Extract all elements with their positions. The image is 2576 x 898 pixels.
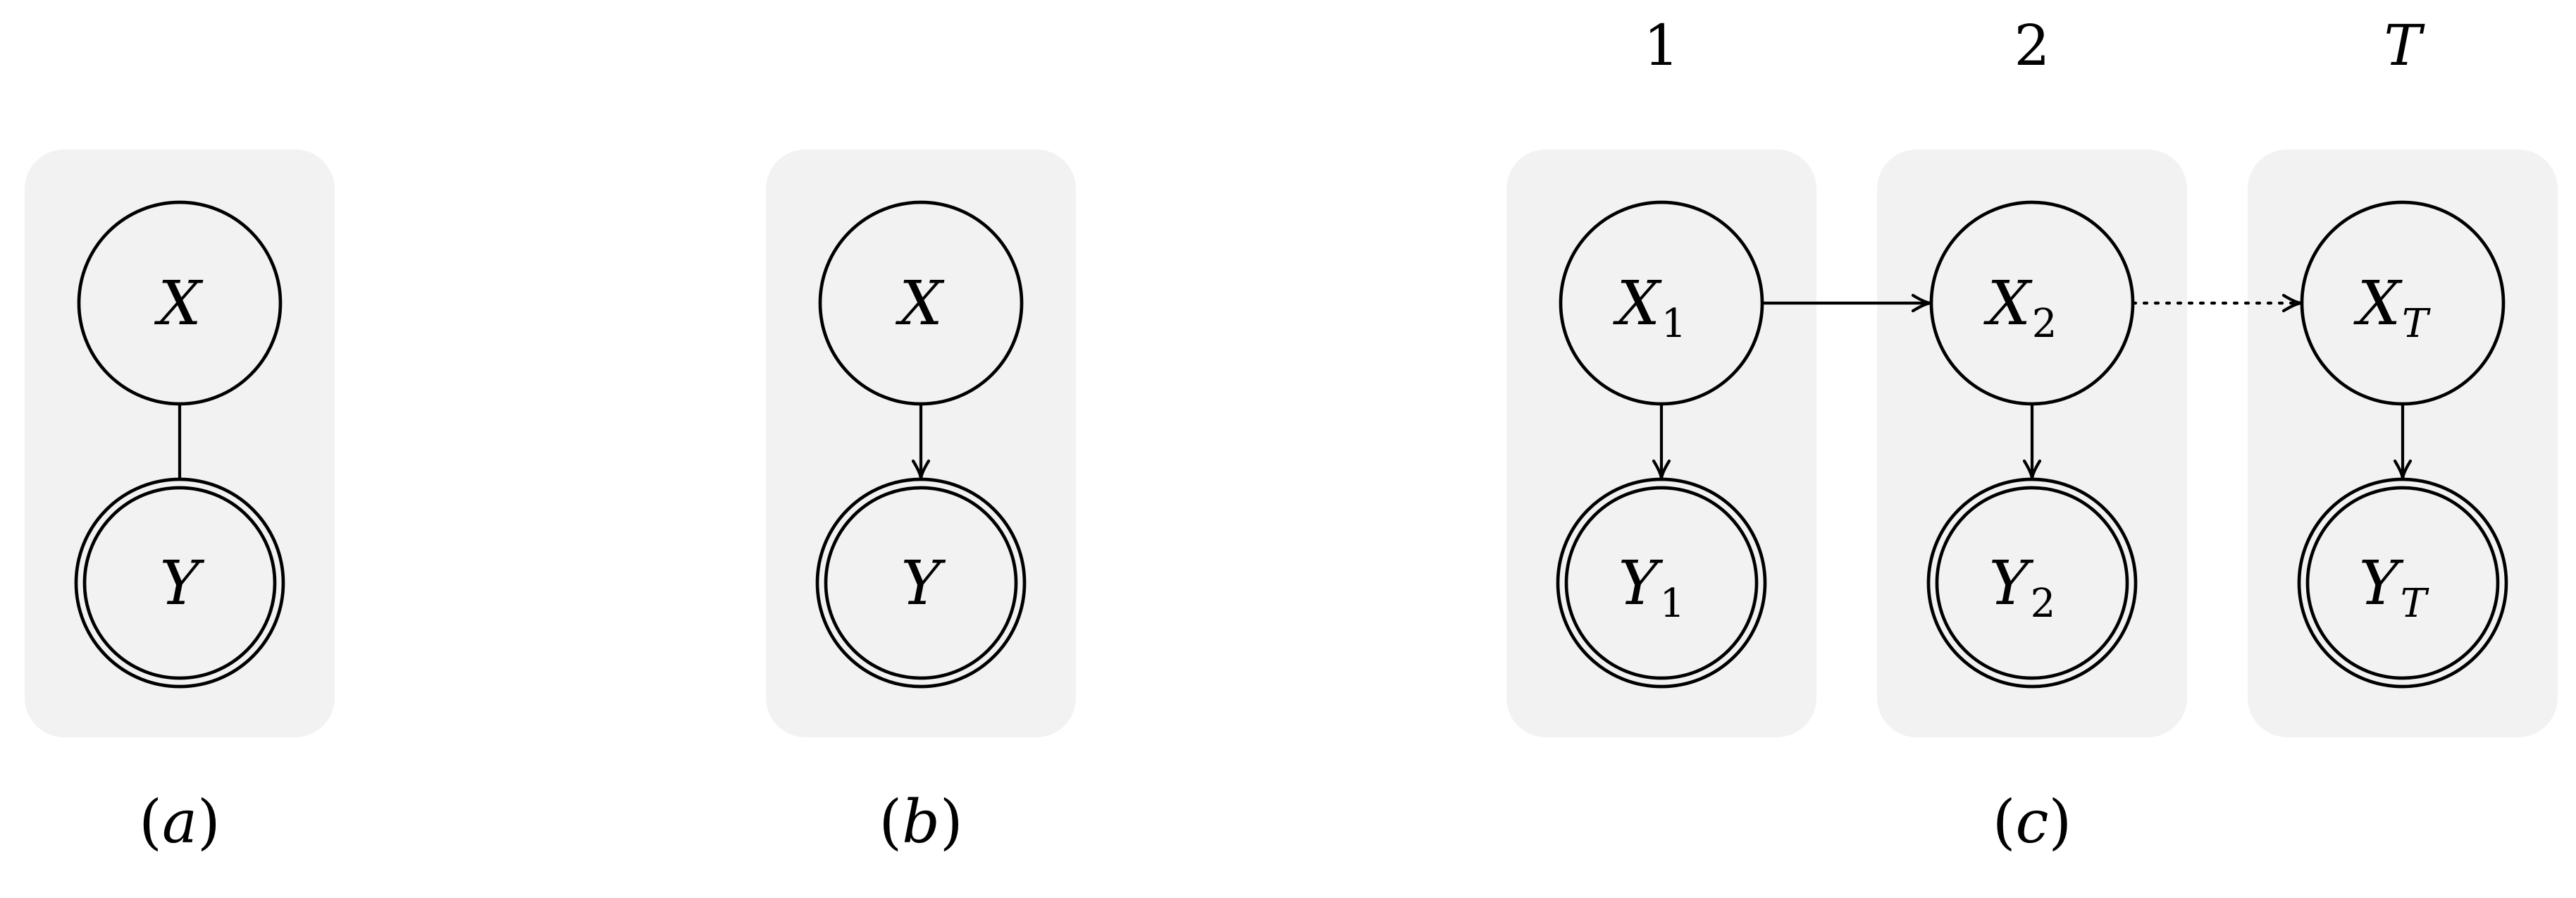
- node-label: X1: [1613, 269, 1687, 347]
- caption-close-paren: ): [197, 787, 221, 856]
- node-a-X: X: [77, 200, 283, 406]
- node-a-Y: Y: [74, 477, 285, 689]
- node-inner-circle: [1564, 486, 1759, 680]
- node-circle: [1559, 200, 1764, 406]
- node-circle: [77, 200, 283, 406]
- node-label-base: Y: [2359, 548, 2404, 619]
- caption-letter: c: [2015, 787, 2048, 856]
- node-c-YT: YT: [2297, 477, 2508, 689]
- node-circle: [1929, 200, 2135, 406]
- node-label: YT: [2359, 548, 2429, 627]
- node-outer-circle: [1556, 477, 1767, 689]
- panel-caption: (c): [1993, 787, 2072, 856]
- node-label: X: [895, 269, 945, 339]
- node-c-X2: X2: [1929, 200, 2135, 406]
- caption-open-paren: (: [879, 787, 902, 856]
- node-b-X: X: [818, 200, 1024, 406]
- node-outer-circle: [815, 477, 1027, 689]
- node-c-Y1: Y1: [1556, 477, 1767, 689]
- node-label-subscript: 1: [1661, 301, 1687, 347]
- node-label: X2: [1983, 269, 2057, 347]
- node-label: Y: [160, 548, 205, 619]
- caption-close-paren: ): [940, 787, 963, 856]
- node-label: Y1: [1618, 548, 1685, 627]
- node-label-base: X: [2353, 269, 2403, 339]
- node-inner-circle: [1935, 486, 2129, 680]
- caption-open-paren: (: [1993, 787, 2016, 856]
- time-step-label: T: [2384, 13, 2425, 78]
- time-step-label: 2: [2014, 13, 2050, 78]
- node-label-base: X: [895, 269, 945, 339]
- node-label-subscript: T: [2401, 581, 2429, 627]
- node-outer-circle: [74, 477, 285, 689]
- time-step-label: 1: [1644, 13, 1680, 78]
- node-label: Y2: [1989, 548, 2055, 627]
- caption-open-paren: (: [139, 787, 162, 856]
- node-label-base: Y: [160, 548, 205, 619]
- node-label: Y: [901, 548, 946, 619]
- panel-backgrounds: [25, 149, 2558, 737]
- node-circle: [2300, 200, 2506, 406]
- node-label-base: X: [1613, 269, 1663, 339]
- node-label-base: Y: [1989, 548, 2034, 619]
- node-label: XT: [2353, 269, 2431, 347]
- node-outer-circle: [2297, 477, 2508, 689]
- node-label-base: X: [1983, 269, 2033, 339]
- panel-caption: (b): [879, 787, 962, 856]
- node-label-base: X: [154, 269, 204, 339]
- node-circle: [818, 200, 1024, 406]
- node-label-base: Y: [1618, 548, 1664, 619]
- node-b-Y: Y: [815, 477, 1027, 689]
- node-label-subscript: 1: [1660, 581, 1685, 627]
- node-inner-circle: [82, 486, 277, 680]
- node-label-subscript: 2: [2032, 301, 2057, 347]
- node-inner-circle: [824, 486, 1018, 680]
- caption-letter: b: [902, 787, 940, 856]
- node-label-base: Y: [901, 548, 946, 619]
- node-outer-circle: [1926, 477, 2138, 689]
- panel-caption: (a): [139, 787, 221, 856]
- node-inner-circle: [2305, 486, 2500, 680]
- caption-close-paren: ): [2049, 787, 2072, 856]
- node-c-X1: X1: [1559, 200, 1764, 406]
- node-c-Y2: Y2: [1926, 477, 2138, 689]
- node-label-subscript: 2: [2031, 581, 2056, 627]
- caption-letter: a: [162, 787, 197, 856]
- node-label: X: [154, 269, 204, 339]
- node-label-subscript: T: [2402, 301, 2431, 347]
- node-c-XT: XT: [2300, 200, 2506, 406]
